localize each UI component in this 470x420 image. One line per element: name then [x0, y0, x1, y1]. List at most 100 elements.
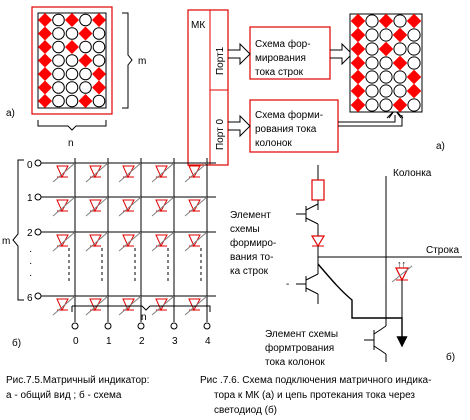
- led-dot-off: [52, 94, 65, 108]
- matrix-diode: [188, 298, 201, 312]
- led-dot-on: [78, 26, 93, 41]
- matrix-diode: [56, 298, 69, 312]
- row-label-2: 2: [27, 228, 33, 239]
- led-dot-off: [379, 56, 393, 70]
- diode-lead: [52, 162, 76, 183]
- led-dot-on: [350, 97, 366, 113]
- matrix-diode: [155, 234, 168, 248]
- col-element-line-3: тока колонок: [265, 357, 325, 368]
- led-dot-on: [91, 66, 107, 82]
- led-dot-on: [378, 41, 394, 57]
- led-dot-off: [65, 81, 79, 94]
- fig-b-left: 0 1 2 · · · 6 m n 0 1 2 3 4 б): [2, 158, 216, 349]
- row-label-dot-3: ·: [29, 270, 32, 281]
- led-dot-off: [379, 28, 393, 42]
- diode-lead: [118, 162, 142, 183]
- row-label-0: 0: [27, 160, 33, 171]
- led-dot-on: [37, 66, 53, 82]
- diode-lead: [118, 196, 142, 217]
- row-driver-line-3: тока строк: [255, 67, 304, 78]
- led-dot-off: [407, 28, 421, 42]
- led-dot-off: [365, 42, 379, 56]
- col-label-1: 1: [106, 336, 112, 347]
- mcu-label: МК: [191, 20, 205, 31]
- led-dot-on: [78, 93, 93, 109]
- diode-lead: [52, 196, 76, 217]
- led-dot-on: [406, 13, 422, 29]
- row-driver-block: [249, 26, 331, 80]
- led-dot-off: [92, 94, 106, 108]
- led-dot-on: [37, 12, 53, 28]
- row-terminal: [34, 228, 42, 236]
- diode-lead: [118, 231, 142, 252]
- row-driver-line-1: Схема фор-: [255, 38, 311, 50]
- diode-lead: [151, 196, 175, 217]
- led-dot-off: [65, 54, 79, 67]
- caption-right-line-2: тора к МК (а) и цепь протекания тока чер…: [214, 390, 415, 401]
- col-label-2: 2: [139, 336, 145, 347]
- light-arrows: ↑↑: [397, 259, 406, 269]
- current-path: [317, 263, 408, 348]
- led-dot-off: [379, 84, 393, 98]
- col-label-0: 0: [73, 336, 79, 347]
- panel-label-a-left: а): [6, 108, 15, 119]
- column-terminal: [203, 322, 211, 330]
- m-brace-b: [12, 159, 24, 301]
- led-dot-off: [393, 70, 407, 84]
- panel-label-b-left: б): [12, 337, 21, 349]
- led-dot-off: [52, 67, 65, 81]
- m-brace: [122, 12, 133, 109]
- led-dot-off: [365, 56, 379, 70]
- matrix-diode: [122, 199, 135, 213]
- led-dot-off: [92, 54, 106, 67]
- column-terminal: [170, 322, 178, 330]
- led-dot-on: [378, 13, 394, 29]
- row-label-dot-1: ·: [29, 246, 32, 257]
- led-dot-off: [65, 94, 79, 108]
- led-dot-off: [407, 56, 421, 70]
- led-dot-off: [407, 42, 421, 56]
- matrix-diode: [56, 234, 69, 248]
- matrix-diode: [188, 165, 201, 179]
- led-dot-off: [365, 84, 379, 98]
- m-label-b: m: [2, 236, 10, 247]
- led-dot-on: [350, 27, 366, 43]
- led-dot-off: [65, 67, 79, 81]
- matrix-diode: [188, 234, 201, 248]
- diode-lead: [151, 231, 175, 252]
- led-dot-off: [393, 14, 407, 28]
- led-dot-off: [365, 70, 379, 84]
- n-label-b: n: [141, 312, 147, 323]
- matrix-diode: [155, 199, 168, 213]
- col-label-3: 3: [172, 336, 178, 347]
- bus-arrow-rows: [330, 42, 353, 66]
- led-dot-off: [365, 98, 379, 112]
- led-dot-on: [37, 93, 53, 109]
- row-element-line-4: вания то-: [230, 252, 273, 263]
- led-dot-off: [407, 98, 421, 112]
- panel-label-a-right: а): [436, 141, 445, 152]
- row-label-6: 6: [27, 293, 33, 304]
- col-element-line-1: Элемент схемы: [265, 329, 338, 340]
- led-dot-on: [350, 41, 366, 57]
- col-driver-line-3: колонок: [255, 138, 292, 149]
- led-dot-off: [52, 54, 65, 67]
- led-dot-off: [79, 13, 92, 27]
- row-terminal: [34, 159, 42, 167]
- led-dot-off: [52, 81, 65, 94]
- column-terminal: [71, 322, 79, 330]
- led-dot-off: [52, 27, 65, 40]
- led-dot-on: [392, 97, 408, 113]
- m-label: m: [138, 56, 146, 67]
- led-dot-off: [393, 84, 407, 98]
- led-dot-on: [37, 26, 53, 41]
- led-dot-off: [379, 70, 393, 84]
- fig-b-right: Колонка Строка - ↑↑: [230, 165, 462, 368]
- matrix-diode: [89, 298, 102, 312]
- led-dot-off: [79, 67, 92, 81]
- matrix-diode: [155, 298, 168, 312]
- n-brace-b: [71, 305, 211, 312]
- fig-a-left: m n а): [6, 6, 146, 149]
- row-label-dot-2: ·: [29, 258, 32, 269]
